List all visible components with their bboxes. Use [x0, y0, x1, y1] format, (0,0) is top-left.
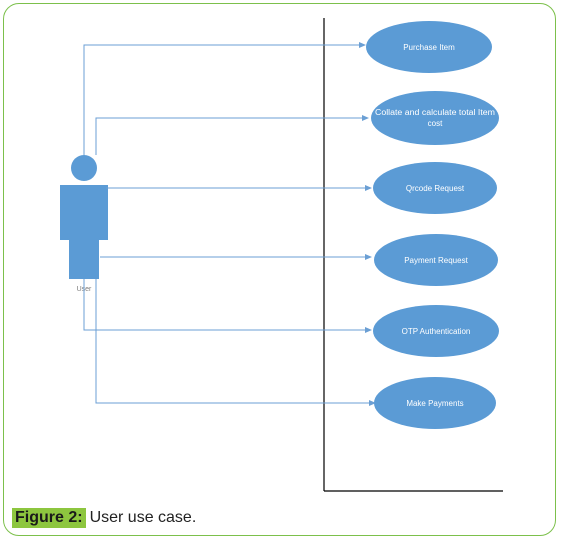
actor-user-icon — [60, 155, 108, 279]
connector-purchase-item — [83, 44, 362, 155]
figure-caption: Figure 2: User use case. — [12, 508, 196, 528]
use-case-qrcode-request — [373, 162, 497, 214]
connector-make-payments — [95, 279, 372, 404]
use-case-purchase-item — [366, 21, 492, 73]
arrowhead-make-payments — [369, 400, 376, 406]
connectors — [83, 44, 372, 404]
use-case-collate-cost-label-2: cost — [428, 119, 443, 128]
arrowhead-purchase-item — [359, 42, 366, 48]
arrowheads — [359, 42, 376, 406]
figure-caption-label: Figure 2: — [12, 508, 86, 528]
connector-collate-cost — [95, 117, 365, 155]
use-case-payment-request — [374, 234, 498, 286]
use-case-make-payments — [374, 377, 496, 429]
connector-otp-authentication — [83, 279, 368, 331]
arrowhead-payment-request — [365, 254, 372, 260]
figure-caption-text: User use case. — [89, 509, 197, 526]
use-case-payment-request-label: Payment Request — [404, 256, 468, 265]
use-case-collate-cost-label-1: Collate and calculate total Item — [375, 108, 495, 117]
arrowhead-qrcode-request — [365, 185, 372, 191]
use-case-otp-authentication — [373, 305, 499, 357]
use-case-otp-authentication-label: OTP Authentication — [402, 327, 471, 336]
arrowhead-collate-cost — [362, 115, 369, 121]
use-case-collate-cost — [371, 91, 499, 145]
use-case-make-payments-label: Make Payments — [406, 399, 463, 408]
arrowhead-otp-authentication — [365, 327, 372, 333]
use-case-purchase-item-label: Purchase Item — [403, 43, 455, 52]
use-case-qrcode-request-label: Qrcode Request — [406, 184, 465, 193]
